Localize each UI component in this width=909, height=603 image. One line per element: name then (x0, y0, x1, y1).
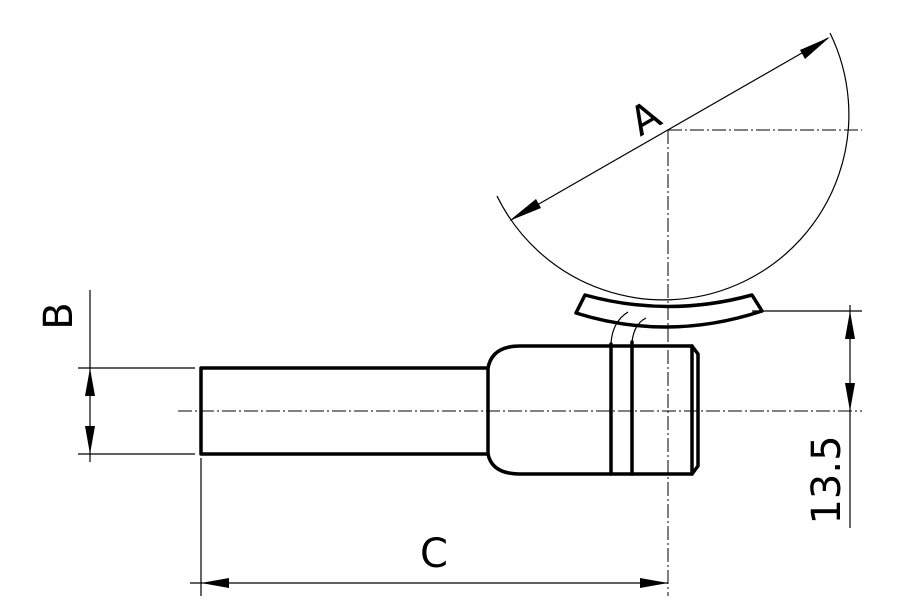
dimension-c-arrow-left (201, 578, 229, 588)
ball-arc (496, 32, 850, 301)
dimension-offset-arrow-bottom (845, 383, 855, 411)
dimension-b-arrow-top (85, 368, 95, 396)
dimension-b-label: B (36, 302, 82, 329)
dimension-c-label: C (420, 531, 448, 577)
dimension-offset-arrow-top (845, 311, 855, 339)
wire-bend (610, 311, 629, 345)
dimension-a-label: A (622, 92, 669, 146)
housing-end (690, 344, 700, 476)
dimension-c-arrow-right (640, 578, 668, 588)
dimension-offset-label: 13.5 (804, 435, 850, 524)
housing (486, 344, 694, 476)
wire-bend-2 (631, 317, 647, 343)
dimension-a-arrow-left (509, 199, 541, 221)
dimension-b-arrow-bottom (85, 426, 95, 454)
dimension-a-line (510, 37, 829, 221)
dimension-a-arrow-right (800, 37, 830, 59)
